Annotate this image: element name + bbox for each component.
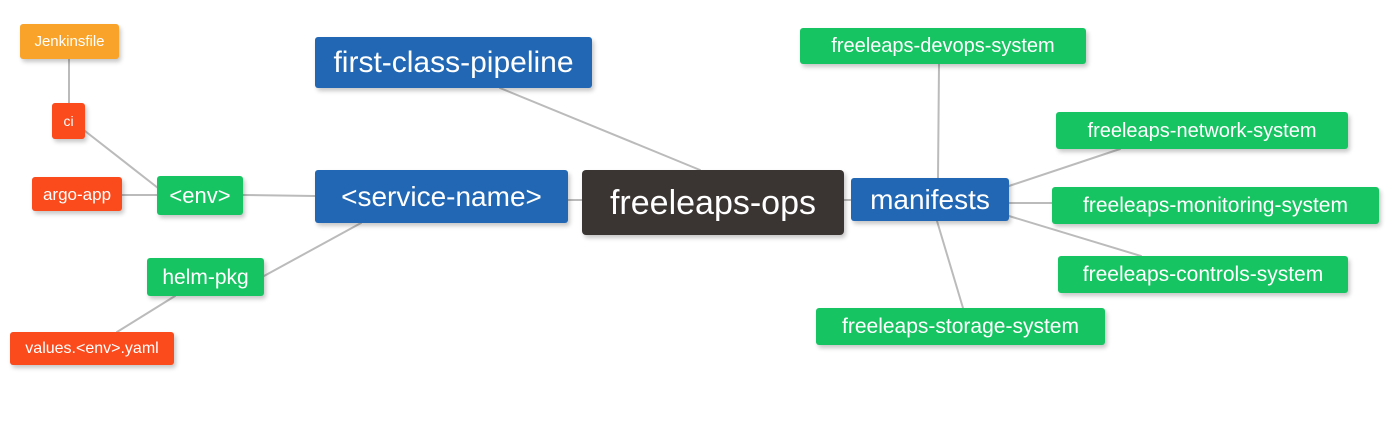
node-freeleaps-ops[interactable]: freeleaps-ops (582, 170, 844, 235)
edge-env-to-service-name (242, 194, 316, 197)
node-freeleaps-controls-system[interactable]: freeleaps-controls-system (1058, 256, 1348, 293)
node-label: freeleaps-controls-system (1082, 263, 1324, 286)
node-label: <service-name> (341, 180, 542, 212)
node-freeleaps-devops-system[interactable]: freeleaps-devops-system (800, 28, 1086, 64)
node-env[interactable]: <env> (157, 176, 243, 215)
node-label: freeleaps-ops (609, 183, 816, 222)
node-service-name[interactable]: <service-name> (315, 170, 568, 223)
node-label: freeleaps-network-system (1087, 119, 1317, 142)
node-values-yaml[interactable]: values.<env>.yaml (10, 332, 174, 365)
node-label: first-class-pipeline (333, 45, 574, 79)
node-jenkinsfile[interactable]: Jenkinsfile (20, 24, 119, 59)
node-manifests[interactable]: manifests (851, 178, 1009, 221)
node-freeleaps-network-system[interactable]: freeleaps-network-system (1056, 112, 1348, 149)
node-first-class-pipeline[interactable]: first-class-pipeline (315, 37, 592, 88)
edge-manifests-to-freeleaps-network-system (1008, 148, 1121, 187)
node-label: manifests (870, 183, 990, 215)
node-label: freeleaps-monitoring-system (1083, 194, 1348, 217)
node-freeleaps-monitoring-system[interactable]: freeleaps-monitoring-system (1052, 187, 1379, 224)
edge-manifests-to-freeleaps-devops-system (937, 63, 940, 179)
edge-helm-pkg-to-values-yaml (116, 295, 176, 333)
edge-manifests-to-freeleaps-storage-system (936, 220, 964, 309)
edge-first-class-pipeline-to-freeleaps-ops (499, 87, 701, 171)
node-label: argo-app (42, 184, 112, 204)
node-label: freeleaps-storage-system (842, 315, 1079, 338)
node-label: <env> (169, 182, 231, 208)
edge-service-name-to-helm-pkg (263, 222, 362, 277)
node-ci[interactable]: ci (52, 103, 85, 139)
node-label: helm-pkg (162, 265, 249, 289)
node-label: Jenkinsfile (34, 33, 105, 50)
node-helm-pkg[interactable]: helm-pkg (147, 258, 264, 296)
node-argo-app[interactable]: argo-app (32, 177, 122, 211)
node-freeleaps-storage-system[interactable]: freeleaps-storage-system (816, 308, 1105, 345)
node-label: values.<env>.yaml (25, 339, 159, 357)
node-label: freeleaps-devops-system (831, 35, 1055, 57)
node-label: ci (63, 113, 74, 129)
